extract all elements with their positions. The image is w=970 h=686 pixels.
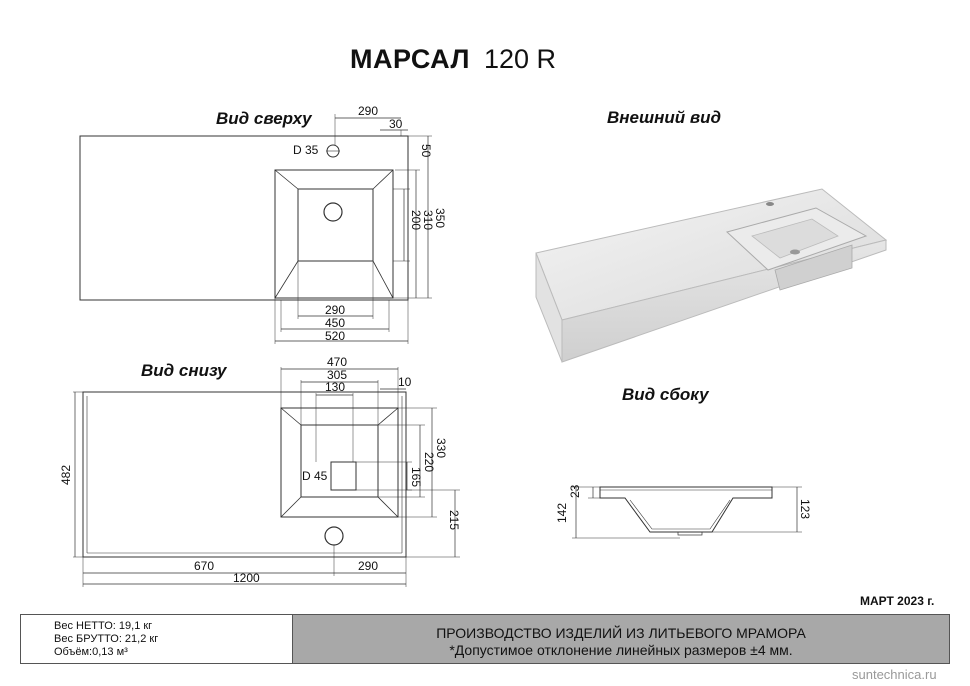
top-view-heading: Вид сверху (216, 109, 312, 128)
bottom-view-heading: Вид снизу (141, 361, 227, 380)
external-view-heading: Внешний вид (607, 108, 722, 127)
bottom-view-outline (82, 391, 407, 558)
dim-side-123: 123 (798, 499, 812, 519)
bottom-faucet-hole (324, 526, 344, 546)
net-weight: Вес НЕТТО: 19,1 кг (54, 620, 153, 632)
dim-top-200: 200 (409, 210, 423, 230)
specs-block: Вес НЕТТО: 19,1 кг Вес БРУТТО: 21,2 кг О… (21, 615, 293, 663)
product-name: МАРСАЛ (350, 44, 470, 74)
tolerance-text: *Допустимое отклонение линейных размеров… (449, 642, 793, 658)
dim-bottom-305: 305 (327, 368, 347, 382)
top-view-bowl-outer (274, 169, 394, 299)
dim-bottom-10: 10 (398, 375, 412, 389)
bottom-view-bowl-inner (300, 424, 379, 498)
volume: Объём:0,13 м³ (54, 646, 128, 658)
drawing-title: МАРСАЛ 120 R (350, 44, 556, 75)
dim-side-142: 142 (555, 503, 569, 523)
dim-top-290-bowl: 290 (325, 303, 345, 317)
dim-side-23: 23 (568, 484, 582, 498)
top-drain-hole (323, 202, 343, 222)
production-block: ПРОИЗВОДСТВО ИЗДЕЛИЙ ИЗ ЛИТЬЕВОГО МРАМОР… (293, 615, 949, 663)
product-model: 120 R (483, 44, 556, 74)
dim-top-d35: D 35 (293, 143, 319, 157)
bottom-drain-box (330, 461, 357, 491)
top-view-outline (79, 135, 409, 301)
dim-bottom-330: 330 (434, 438, 448, 458)
side-view-heading: Вид сбоку (622, 385, 709, 404)
dim-bottom-165: 165 (409, 467, 423, 487)
dim-top-30: 30 (389, 117, 403, 131)
dim-top-450: 450 (325, 316, 345, 330)
info-block: Вес НЕТТО: 19,1 кг Вес БРУТТО: 21,2 кг О… (20, 614, 950, 664)
dim-top-290: 290 (358, 104, 378, 118)
dim-top-350: 350 (433, 208, 447, 228)
side-profile (599, 486, 773, 533)
dim-bottom-470: 470 (327, 355, 347, 369)
production-text: ПРОИЗВОДСТВО ИЗДЕЛИЙ ИЗ ЛИТЬЕВОГО МРАМОР… (436, 625, 806, 641)
dim-bottom-1200: 1200 (233, 571, 260, 585)
bottom-view-bowl-outer (280, 407, 399, 518)
dim-bottom-220: 220 (422, 452, 436, 472)
side-view (572, 486, 802, 539)
top-view (79, 114, 432, 344)
dim-bottom-215: 215 (447, 510, 461, 530)
dim-top-50: 50 (419, 144, 433, 158)
dim-bottom-670: 670 (194, 559, 214, 573)
dim-top-520: 520 (325, 329, 345, 343)
dim-bottom-130: 130 (325, 380, 345, 394)
dim-bottom-290: 290 (358, 559, 378, 573)
watermark: suntechnica.ru (852, 667, 937, 682)
top-view-bowl-inner (297, 188, 374, 262)
dim-bottom-482: 482 (59, 465, 73, 485)
bottom-view (73, 367, 460, 587)
dim-bottom-d45: D 45 (302, 469, 328, 483)
dim-top-310: 310 (421, 210, 435, 230)
drawing-date: МАРТ 2023 г. (860, 594, 935, 608)
external-view (535, 188, 888, 363)
gross-weight: Вес БРУТТО: 21,2 кг (54, 633, 159, 645)
